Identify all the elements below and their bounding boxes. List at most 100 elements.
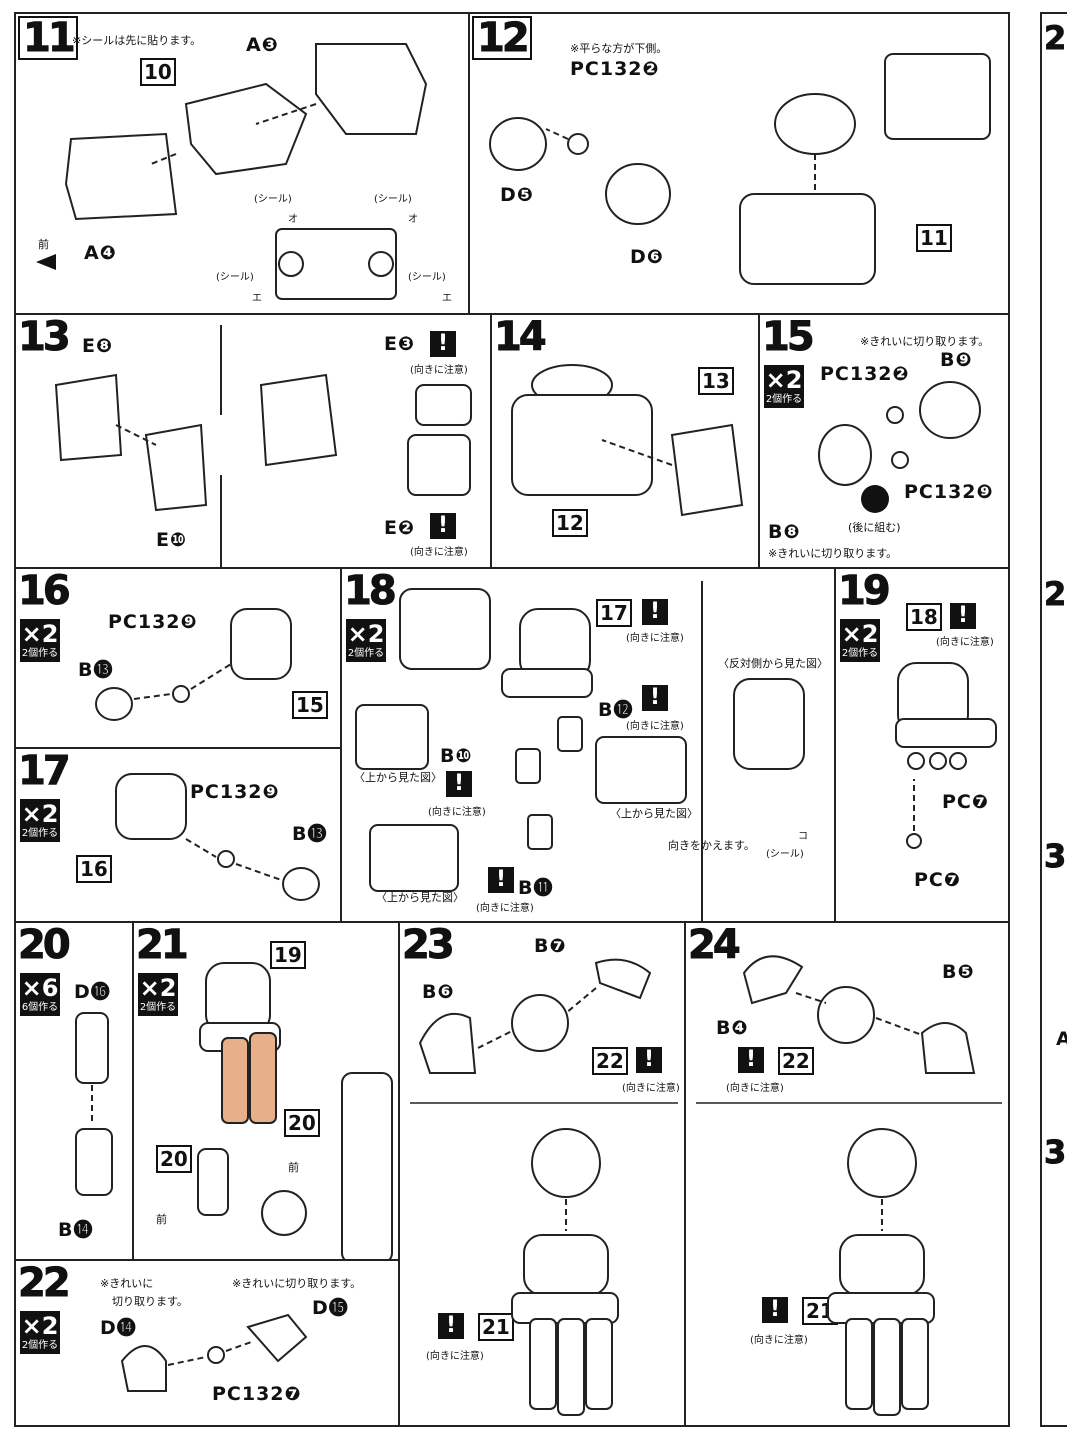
multiplier-badge: ×2 2個作る [764,365,804,408]
right-strip: 2 2 3 3 A [1040,12,1067,1427]
multiplier: ×2 [139,974,177,1002]
make-count: 2個作る [765,394,803,405]
step-number: 13 [18,314,72,360]
step-21-illustration [197,962,393,1259]
part-label: PC132❾ [108,611,198,633]
warning-note: (向きに注意) [626,633,684,644]
multiplier-badge: ×2 2個作る [20,1311,60,1354]
make-count: 2個作る [21,648,59,659]
make-count: 2個作る [139,1002,177,1013]
step-number: 22 [18,1260,72,1306]
step-15-illustration [818,381,981,513]
warning-icon: ! [438,1313,464,1339]
seal-mark: オ [288,214,298,225]
multiplier-badge: ×2 2個作る [138,973,178,1016]
multiplier: ×2 [21,620,59,648]
step-ref: 19 [270,941,306,969]
warning-note: (向きに注意) [428,807,486,818]
part-label: E❸ [384,333,416,355]
part-label: PC132❷ [820,363,910,385]
step-ref: 18 [906,603,942,631]
step-number: 16 [18,568,72,614]
seal-mark: エ [442,293,452,304]
make-count: 2個作る [347,648,385,659]
part-label: D❺ [500,184,534,206]
step-number: 17 [18,748,72,794]
note: ※平らな方が下側。 [570,42,668,55]
part-label: B⓫ [518,877,554,899]
seal-label: (シール) [374,194,412,205]
front-label: 前 [156,1213,167,1226]
step-number: 2 [1043,575,1066,614]
step-19-illustration [895,662,997,849]
part-label: D⓰ [74,981,111,1003]
step-ref: 10 [140,58,176,86]
step-number: 18 [344,568,398,614]
step-17-panel: 17 ×2 2個作る PC132❾ B⓭ 16 [14,747,342,923]
warning-icon: ! [430,331,456,357]
back-note: (後に組む) [848,521,901,534]
part-label: B⓬ [598,699,634,721]
seal-label: (シール) [408,272,446,283]
step-number: 19 [838,568,892,614]
part-label: PC❼ [942,791,989,813]
warning-icon: ! [446,771,472,797]
step-14-illustration [511,364,744,517]
front-label: 前 [288,1161,299,1174]
part-label: B❿ [440,745,473,767]
step-20-illustration [75,1012,113,1196]
make-count: 2個作る [21,828,59,839]
step-24-illustration [696,955,1002,1416]
seal-mark: コ [798,831,808,842]
warning-note: (向きに注意) [936,637,994,648]
part-label: B❹ [716,1017,749,1039]
step-16-panel: 16 ×2 2個作る PC132❾ B⓭ 15 [14,567,342,749]
warning-note: (向きに注意) [750,1335,808,1346]
note: ※きれいに切り取ります。 [768,547,898,560]
warning-icon: ! [762,1297,788,1323]
step-number: 21 [136,922,190,968]
warning-note: (向きに注意) [726,1083,784,1094]
step-number: 3 [1043,837,1066,876]
step-13-illustration [54,325,472,567]
make-count: 6個作る [21,1002,59,1013]
seal-label: (シール) [766,849,804,860]
part-label: D❻ [630,246,664,268]
multiplier-badge: ×2 2個作る [840,619,880,662]
part-label: D⓮ [100,1317,137,1339]
seal-label: (シール) [216,272,254,283]
part-label: E❽ [82,335,114,357]
step-17-illustration [115,773,320,901]
part-label: PC132❾ [190,781,280,803]
step-18-illustration [355,581,805,921]
step-number: 12 [472,16,532,60]
step-14-panel: 14 13 12 [490,313,760,569]
multiplier-badge: ×2 2個作る [20,619,60,662]
step-24-panel: 24 B❺ B❹ ! 22 (向きに注意) ! 21 (向きに注意) [684,921,1010,1427]
step-22-illustration [120,1313,308,1392]
seal-mark: エ [252,293,262,304]
multiplier: ×2 [21,800,59,828]
step-ref: 11 [916,224,952,252]
multiplier-badge: ×2 2個作る [20,799,60,842]
warning-icon: ! [642,685,668,711]
note: ※きれいに切り取ります。 [232,1277,362,1290]
part-label: B❼ [534,935,567,957]
step-ref: 15 [292,691,328,719]
part-label: D⓯ [312,1297,349,1319]
part-label: A [1056,1028,1067,1050]
step-number: 15 [762,314,816,360]
part-label: E❷ [384,517,416,539]
note: 切り取ります。 [112,1295,188,1308]
warning-icon: ! [636,1047,662,1073]
view-label: 〈上から見た図〉 [376,891,464,904]
step-ref: 20 [156,1145,192,1173]
seal-mark: オ [408,214,418,225]
multiplier: ×2 [21,1312,59,1340]
step-11-panel: 11 ※シールは先に貼ります。 A❸ 10 A❹ 前 (シール) (シール) (… [14,12,470,315]
view-label: 〈上から見た図〉 [610,807,698,820]
front-label: 前 [38,238,49,251]
step-ref: 16 [76,855,112,883]
warning-note: (向きに注意) [410,365,468,376]
multiplier-badge: ×6 6個作る [20,973,60,1016]
